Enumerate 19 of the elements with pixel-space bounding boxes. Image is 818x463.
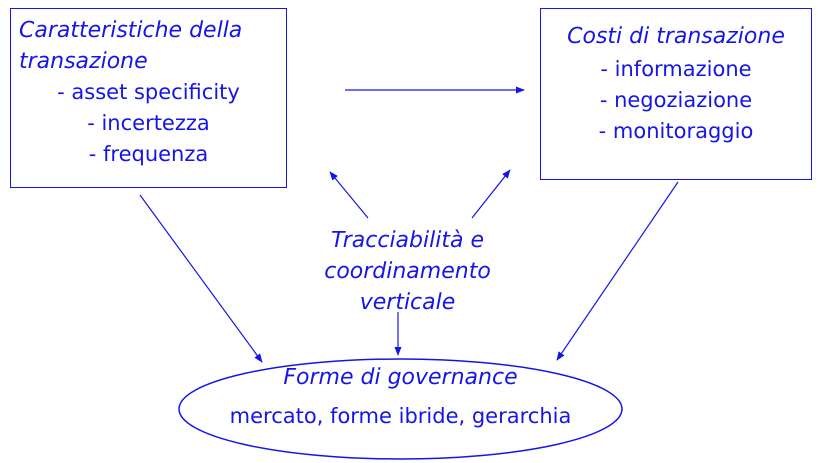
arrow	[140, 194, 263, 363]
text-box	[10, 8, 287, 188]
arrow	[394, 312, 402, 356]
list-item: - asset specificity	[56, 79, 241, 106]
list-item: - informazione	[599, 56, 753, 83]
node-text: Tracciabilità e coordinamento verticale	[323, 226, 492, 316]
arrow	[556, 182, 678, 361]
list-item: - negoziazione	[598, 87, 754, 114]
ellipse-text: mercato, forme ibride, gerarchia	[230, 403, 572, 430]
list-item: - incertezza	[86, 110, 211, 137]
list-item: - frequenza	[88, 141, 210, 168]
text-box	[540, 8, 812, 180]
ellipse-heading: Forme di governance	[283, 364, 518, 392]
arrow	[329, 171, 368, 218]
arrow	[472, 169, 511, 218]
box-heading: Caratteristiche della transazione	[19, 17, 244, 76]
arrow	[345, 86, 525, 94]
list-item: - monitoraggio	[598, 118, 754, 145]
box-heading: Costi di transazione	[566, 23, 786, 51]
